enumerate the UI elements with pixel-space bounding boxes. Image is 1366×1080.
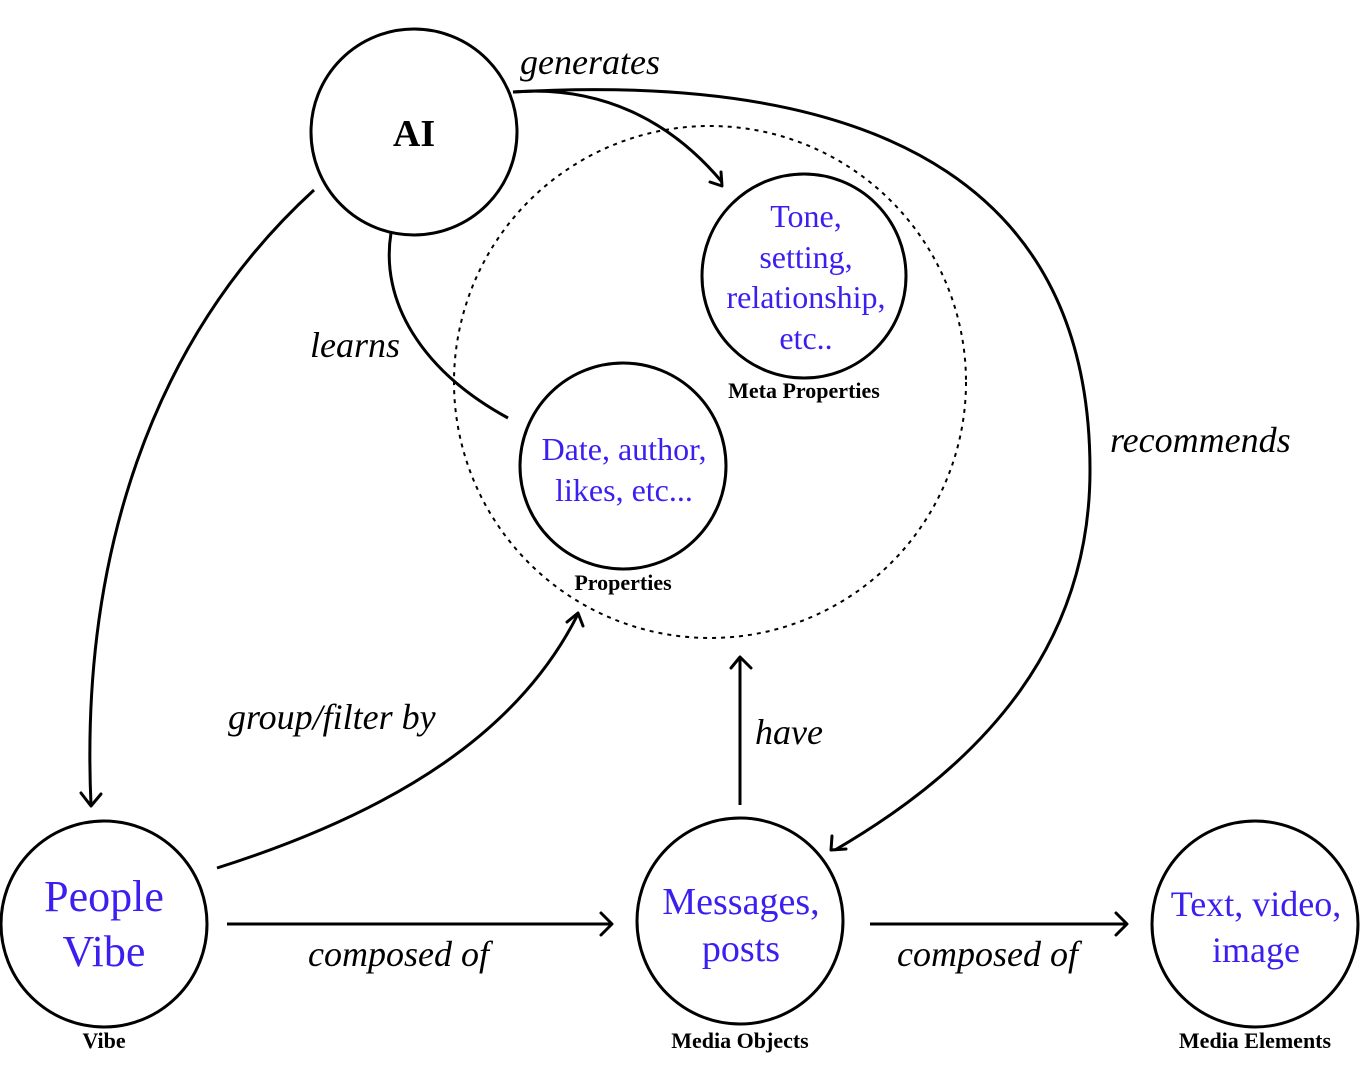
node-vibe-caption: Vibe xyxy=(82,1028,125,1053)
edge-label-learns: learns xyxy=(310,325,400,365)
node-vibe-line-1: People xyxy=(44,872,164,921)
node-vibe: People Vibe Vibe xyxy=(0,819,209,1053)
node-meta-properties-circle xyxy=(700,172,908,380)
properties-group-circle xyxy=(453,125,967,639)
node-meta-properties-line-4: etc.. xyxy=(779,320,832,356)
edge-label-generates: generates xyxy=(520,42,660,82)
edge-recommends xyxy=(512,88,1092,852)
node-ai: AI xyxy=(309,27,519,237)
node-ai-label: AI xyxy=(393,113,435,155)
node-properties-circle xyxy=(518,361,728,571)
arrowhead-ai-to-vibe xyxy=(79,791,103,808)
node-meta-properties: Tone, setting, relationship, etc.. Meta … xyxy=(700,172,908,403)
arrowhead-group-filter-by xyxy=(565,611,585,628)
arrowhead-generates xyxy=(708,170,724,188)
edge-label-composed-of-1: composed of xyxy=(308,934,494,974)
node-properties-caption: Properties xyxy=(574,570,672,595)
node-vibe-circle xyxy=(0,819,209,1029)
node-meta-properties-line-2: setting, xyxy=(759,239,852,275)
node-media-elements-caption: Media Elements xyxy=(1179,1028,1332,1053)
node-media-objects-line-1: Messages, xyxy=(662,881,819,923)
edge-label-have: have xyxy=(755,712,823,752)
arrowhead-composed-of-2 xyxy=(1114,911,1129,937)
arrowhead-composed-of-1 xyxy=(599,911,614,937)
node-meta-properties-line-1: Tone, xyxy=(770,198,842,234)
edge-label-composed-of-2: composed of xyxy=(897,934,1083,974)
edge-ai-to-vibe xyxy=(88,188,316,806)
node-media-objects-caption: Media Objects xyxy=(671,1028,809,1053)
edge-generates xyxy=(512,89,724,183)
node-meta-properties-caption: Meta Properties xyxy=(728,378,880,403)
node-media-elements-line-1: Text, video, xyxy=(1171,884,1341,924)
node-media-elements-circle xyxy=(1150,819,1360,1029)
node-ai-circle xyxy=(309,27,519,237)
node-media-objects: Messages, posts Media Objects xyxy=(635,816,845,1053)
node-meta-properties-line-3: relationship, xyxy=(726,279,885,315)
edge-label-recommends: recommends xyxy=(1110,420,1291,460)
node-properties-line-2: likes, etc... xyxy=(555,472,693,508)
edge-learns xyxy=(387,232,509,420)
node-media-elements-line-2: image xyxy=(1212,930,1300,970)
node-media-elements: Text, video, image Media Elements xyxy=(1150,819,1360,1053)
node-media-objects-line-2: posts xyxy=(702,928,780,970)
node-properties: Date, author, likes, etc... Properties xyxy=(518,361,728,595)
arrowhead-recommends xyxy=(829,834,848,852)
edge-label-group-filter-by: group/filter by xyxy=(228,697,436,737)
node-vibe-line-2: Vibe xyxy=(63,927,146,976)
node-properties-line-1: Date, author, xyxy=(542,431,707,467)
edge-group-filter-by xyxy=(216,613,580,870)
arrowhead-have xyxy=(729,655,753,670)
node-media-objects-circle xyxy=(635,816,845,1026)
